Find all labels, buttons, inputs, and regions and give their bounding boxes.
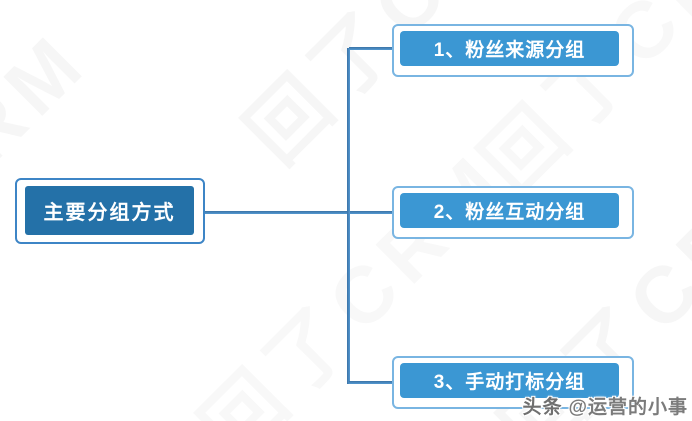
branch-node-label: 1、粉丝来源分组 — [400, 31, 619, 66]
connector-trunk — [347, 48, 350, 384]
connector-to-branch-3 — [349, 381, 393, 384]
branch-node-manual-tag: 3、手动打标分组 — [392, 356, 634, 409]
root-node: 主要分组方式 — [15, 178, 205, 244]
root-node-label: 主要分组方式 — [25, 186, 194, 235]
branch-node-fan-interaction: 2、粉丝互动分组 — [392, 186, 634, 239]
branch-node-label: 2、粉丝互动分组 — [400, 193, 619, 228]
connector-to-branch-1 — [349, 47, 393, 50]
branch-node-label: 3、手动打标分组 — [400, 363, 619, 398]
connector-root-to-trunk — [203, 211, 393, 214]
branch-node-fan-source: 1、粉丝来源分组 — [392, 24, 634, 77]
